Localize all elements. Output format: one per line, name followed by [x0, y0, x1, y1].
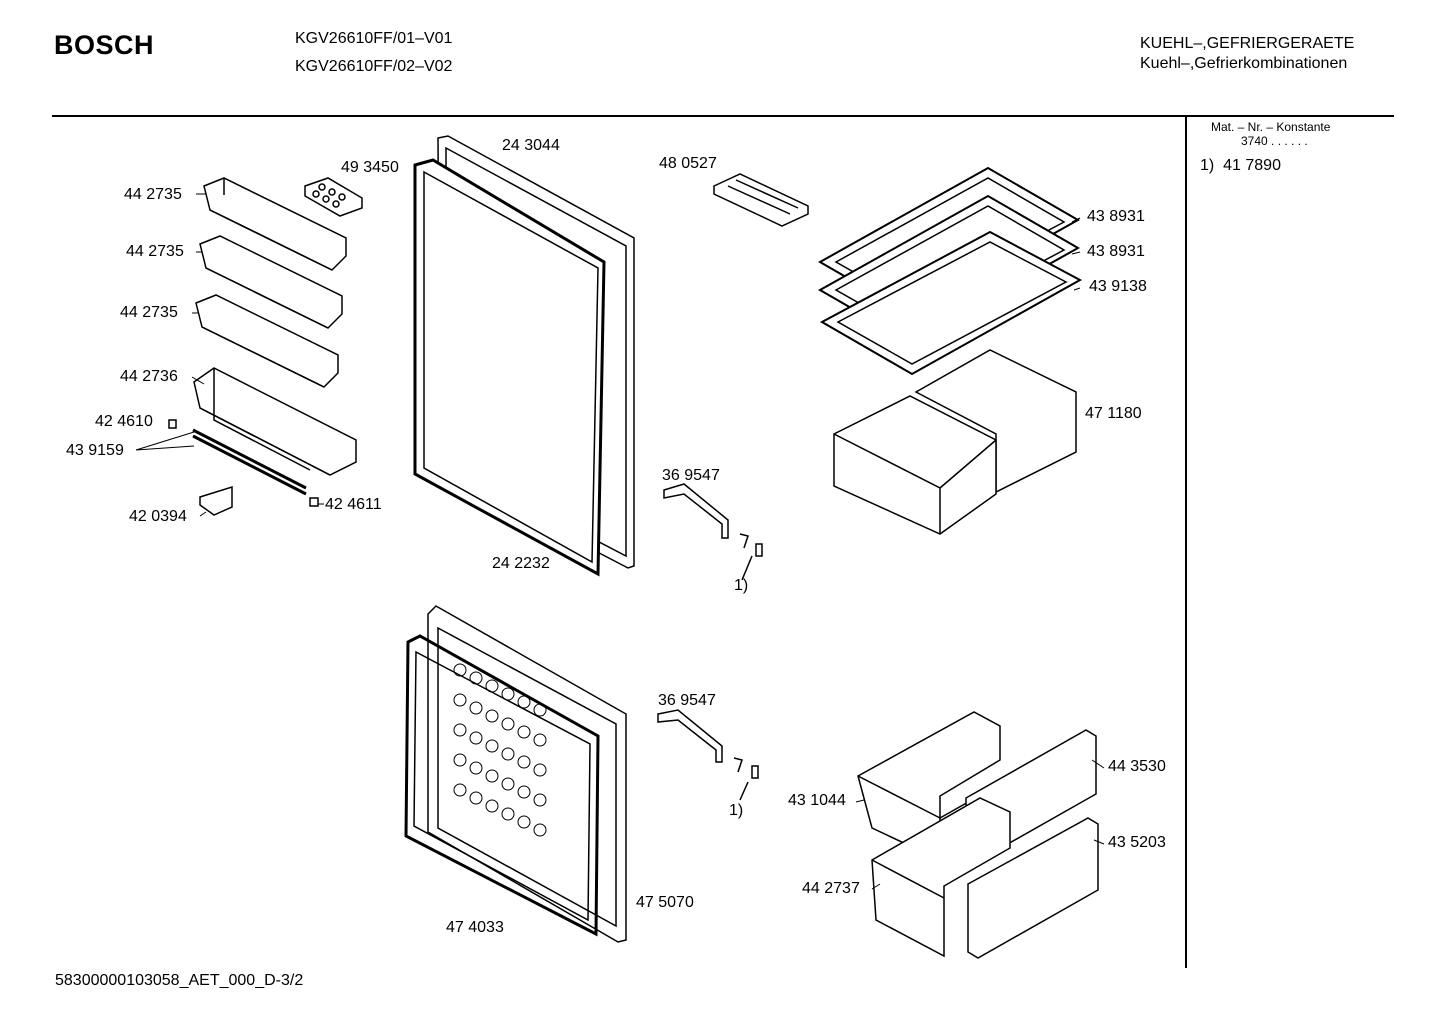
sidebar-constant: 3740 . . . . . . — [1241, 134, 1308, 148]
header-rule — [52, 115, 1394, 117]
label-handle-top-ref: 1) — [734, 577, 749, 594]
sidebar-divider — [1185, 116, 1187, 968]
label-door-shelf-3: 44 2735 — [120, 304, 178, 321]
label-drawer-front-2: 43 5203 — [1108, 834, 1166, 851]
handle-bottom-shape — [657, 709, 759, 801]
label-egg-tray: 49 3450 — [341, 159, 399, 176]
door-shelf-4-shape — [193, 367, 357, 476]
label-handle-top: 36 9547 — [662, 467, 720, 484]
model-number-2: KGV26610FF/02–V02 — [295, 58, 453, 75]
label-clip-right: 42 4611 — [325, 496, 382, 513]
sidebar-note-ref: 1) — [1200, 157, 1215, 174]
label-drawer-1: 43 1044 — [788, 792, 846, 809]
freezer-door-shape — [427, 605, 627, 943]
rail-shape — [192, 428, 307, 496]
category-line-2: Kuehl–,Gefrierkombinationen — [1140, 55, 1348, 72]
document-id: 58300000103058_AET_000_D-3/2 — [55, 972, 304, 989]
label-drawer-front-1: 44 3530 — [1108, 758, 1166, 775]
freezer-drawer-2-shape — [871, 797, 1099, 959]
egg-tray-shape — [304, 177, 363, 217]
label-drawer-2: 44 2737 — [802, 880, 860, 897]
ice-tray-shape — [713, 173, 809, 227]
label-rail: 43 9159 — [66, 442, 124, 459]
freezer-gasket-shape — [404, 634, 600, 937]
door-shelf-3-shape — [195, 294, 339, 388]
crisper-box-shape — [833, 349, 1077, 535]
label-ice-tray: 48 0527 — [659, 155, 717, 172]
sidebar-note: 1) 41 7890 — [1200, 157, 1281, 175]
clip-left-shape — [168, 419, 177, 429]
clip-right-shape — [309, 497, 319, 507]
brand-logo: BOSCH — [54, 30, 155, 60]
bracket-shape — [199, 485, 233, 516]
label-freezer-door: 47 5070 — [636, 894, 694, 911]
sidebar-heading: Mat. – Nr. – Konstante — [1211, 120, 1331, 134]
fridge-gasket-shape — [413, 158, 606, 577]
handle-top-shape — [663, 483, 763, 581]
label-clip-left: 42 4610 — [95, 413, 153, 430]
sidebar-note-part: 41 7890 — [1223, 157, 1281, 174]
label-door-shelf-2: 44 2735 — [126, 243, 184, 260]
label-door-shelf-1: 44 2735 — [124, 186, 182, 203]
label-handle-bottom-ref: 1) — [729, 802, 744, 819]
model-number-1: KGV26610FF/01–V01 — [295, 30, 453, 47]
label-shelf-2: 43 8931 — [1087, 243, 1145, 260]
label-fridge-gasket: 24 2232 — [492, 555, 550, 572]
category-line-1: KUEHL–,GEFRIERGERAETE — [1140, 35, 1355, 52]
label-crisper: 47 1180 — [1085, 405, 1142, 422]
label-handle-bottom: 36 9547 — [658, 692, 716, 709]
label-freezer-gasket: 47 4033 — [446, 919, 504, 936]
label-door-shelf-4: 44 2736 — [120, 368, 178, 385]
glass-shelf-3-shape — [819, 230, 1083, 376]
label-fridge-door: 24 3044 — [502, 137, 560, 154]
door-shelf-1-shape — [203, 177, 347, 271]
door-shelf-2-shape — [199, 235, 343, 329]
label-shelf-3: 43 9138 — [1089, 278, 1147, 295]
label-bracket: 42 0394 — [129, 508, 187, 525]
label-shelf-1: 43 8931 — [1087, 208, 1145, 225]
